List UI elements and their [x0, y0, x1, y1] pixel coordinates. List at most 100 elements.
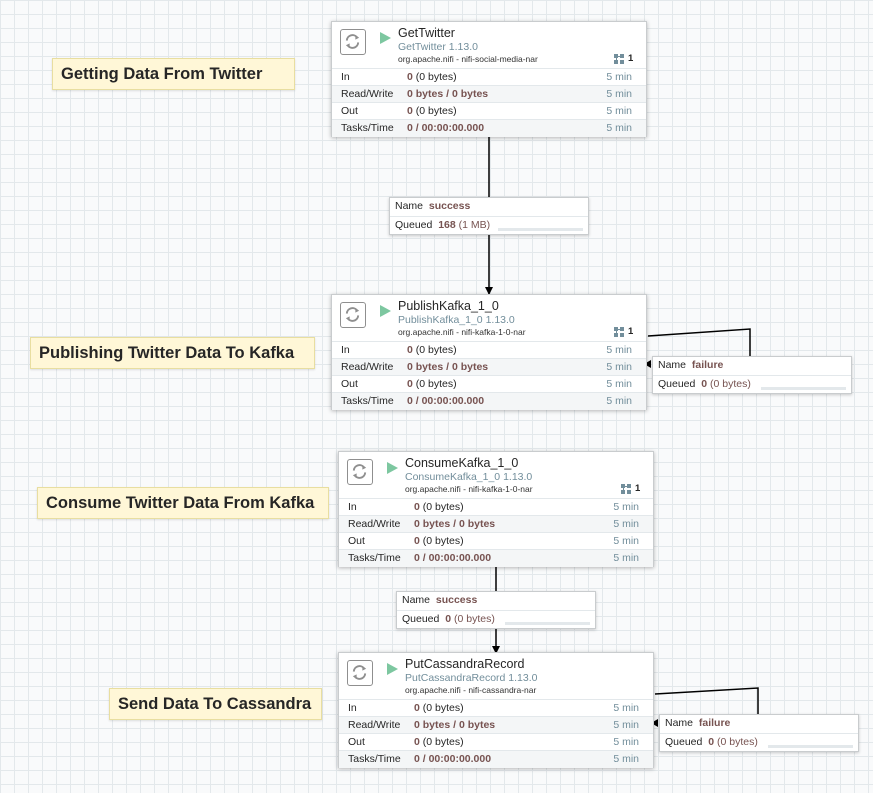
queued-count: 0 — [701, 378, 708, 390]
processor-gettwitter[interactable]: GetTwitter GetTwitter 1.13.0 org.apache.… — [331, 21, 647, 137]
stat-key: In — [348, 702, 357, 714]
stat-value: 0 bytes / 0 bytes — [414, 518, 496, 530]
label-text: Send Data To Cassandra — [118, 695, 312, 713]
stat-value: 0 (0 bytes) — [407, 378, 457, 390]
processor-bundle: org.apache.nifi - nifi-kafka-1-0-nar — [398, 327, 526, 337]
connection-name: failure — [698, 717, 731, 729]
stat-value: 0 / 00:00:00.000 — [407, 122, 485, 134]
queued-size: (1 MB) — [458, 219, 491, 231]
processor-bundle: org.apache.nifi - nifi-social-media-nar — [398, 54, 538, 64]
connection-name-row: Name failure — [653, 357, 851, 376]
processor-bundle: org.apache.nifi - nifi-cassandra-nar — [405, 685, 537, 695]
connection-label-failure-2[interactable]: Name failure Queued 0 (0 bytes) — [659, 714, 859, 752]
label-getting-data[interactable]: Getting Data From Twitter — [52, 58, 295, 90]
stat-key: Tasks/Time — [341, 395, 394, 407]
stat-key: Out — [341, 378, 358, 390]
processor-name: PublishKafka_1_0 — [398, 299, 499, 313]
processor-name: ConsumeKafka_1_0 — [405, 456, 519, 470]
stat-time: 5 min — [606, 361, 632, 373]
processor-putcassandrarecord[interactable]: PutCassandraRecord PutCassandraRecord 1.… — [338, 652, 654, 768]
stat-value: 0 (0 bytes) — [407, 105, 457, 117]
stat-row-read-write: Read/Write 0 bytes / 0 bytes 5 min — [339, 516, 653, 533]
stat-value: 0 (0 bytes) — [407, 71, 457, 83]
stat-value: 0 (0 bytes) — [414, 501, 464, 513]
queued-count: 0 — [708, 736, 715, 748]
stat-row-out: Out 0 (0 bytes) 5 min — [339, 734, 653, 751]
run-icon — [380, 305, 391, 317]
stat-time: 5 min — [613, 518, 639, 530]
stat-time: 5 min — [613, 736, 639, 748]
cluster-count: 1 — [628, 326, 634, 337]
stat-value: 0 (0 bytes) — [414, 535, 464, 547]
stat-value: 0 bytes / 0 bytes — [407, 361, 489, 373]
stat-time: 5 min — [606, 71, 632, 83]
stat-time: 5 min — [613, 753, 639, 765]
stat-value: 0 / 00:00:00.000 — [414, 753, 492, 765]
queued-count: 0 — [445, 613, 452, 625]
connection-name-row: Name success — [390, 198, 588, 217]
queue-progress-bar — [505, 622, 590, 625]
stat-key: Tasks/Time — [348, 753, 401, 765]
processor-icon — [340, 29, 366, 55]
stat-key: Read/Write — [348, 518, 401, 530]
label-text: Getting Data From Twitter — [61, 65, 263, 83]
queued-size: (0 bytes) — [709, 378, 751, 390]
stat-time: 5 min — [613, 501, 639, 513]
stat-time: 5 min — [606, 378, 632, 390]
stat-time: 5 min — [613, 702, 639, 714]
processor-header: PutCassandraRecord PutCassandraRecord 1.… — [339, 653, 653, 700]
processor-publishkafka[interactable]: PublishKafka_1_0 PublishKafka_1_0 1.13.0… — [331, 294, 647, 410]
processor-header: ConsumeKafka_1_0 ConsumeKafka_1_0 1.13.0… — [339, 452, 653, 499]
stat-key: Out — [348, 736, 365, 748]
processor-name: GetTwitter — [398, 26, 455, 40]
stat-key: Read/Write — [341, 88, 394, 100]
stat-row-tasks-time: Tasks/Time 0 / 00:00:00.000 5 min — [332, 393, 646, 410]
queued-count: 168 — [438, 219, 456, 231]
connection-queued-row: Queued 168 (1 MB) — [390, 217, 588, 234]
cluster-count: 1 — [635, 483, 641, 494]
stat-value: 0 / 00:00:00.000 — [407, 395, 485, 407]
stat-time: 5 min — [606, 88, 632, 100]
processor-type: GetTwitter 1.13.0 — [398, 41, 478, 53]
processor-header: PublishKafka_1_0 PublishKafka_1_0 1.13.0… — [332, 295, 646, 342]
cluster-count: 1 — [628, 53, 634, 64]
run-icon — [380, 32, 391, 44]
stat-key: In — [341, 344, 350, 356]
processor-header: GetTwitter GetTwitter 1.13.0 org.apache.… — [332, 22, 646, 69]
stat-time: 5 min — [606, 344, 632, 356]
stat-row-tasks-time: Tasks/Time 0 / 00:00:00.000 5 min — [339, 751, 653, 768]
stat-time: 5 min — [606, 105, 632, 117]
connection-label-success-1[interactable]: Name success Queued 168 (1 MB) — [389, 197, 589, 235]
stat-value: 0 / 00:00:00.000 — [414, 552, 492, 564]
connection-label-failure-1[interactable]: Name failure Queued 0 (0 bytes) — [652, 356, 852, 394]
label-send-data[interactable]: Send Data To Cassandra — [109, 688, 322, 720]
label-consume[interactable]: Consume Twitter Data From Kafka — [37, 487, 329, 519]
processor-icon — [347, 459, 373, 485]
cluster-icon — [613, 326, 625, 338]
processor-consumekafka[interactable]: ConsumeKafka_1_0 ConsumeKafka_1_0 1.13.0… — [338, 451, 654, 567]
stat-row-in: In 0 (0 bytes) 5 min — [339, 700, 653, 717]
stat-time: 5 min — [613, 552, 639, 564]
connection-label-success-2[interactable]: Name success Queued 0 (0 bytes) — [396, 591, 596, 629]
connection-queued-row: Queued 0 (0 bytes) — [660, 734, 858, 751]
stat-value: 0 (0 bytes) — [414, 736, 464, 748]
connection-queued-row: Queued 0 (0 bytes) — [397, 611, 595, 628]
queued-size: (0 bytes) — [716, 736, 758, 748]
stat-key: In — [341, 71, 350, 83]
stat-key: Read/Write — [341, 361, 394, 373]
label-publishing[interactable]: Publishing Twitter Data To Kafka — [30, 337, 315, 369]
queue-progress-bar — [498, 228, 583, 231]
stat-key: Out — [348, 535, 365, 547]
processor-type: PublishKafka_1_0 1.13.0 — [398, 314, 515, 326]
stat-time: 5 min — [606, 395, 632, 407]
processor-icon — [347, 660, 373, 686]
stat-value: 0 (0 bytes) — [414, 702, 464, 714]
